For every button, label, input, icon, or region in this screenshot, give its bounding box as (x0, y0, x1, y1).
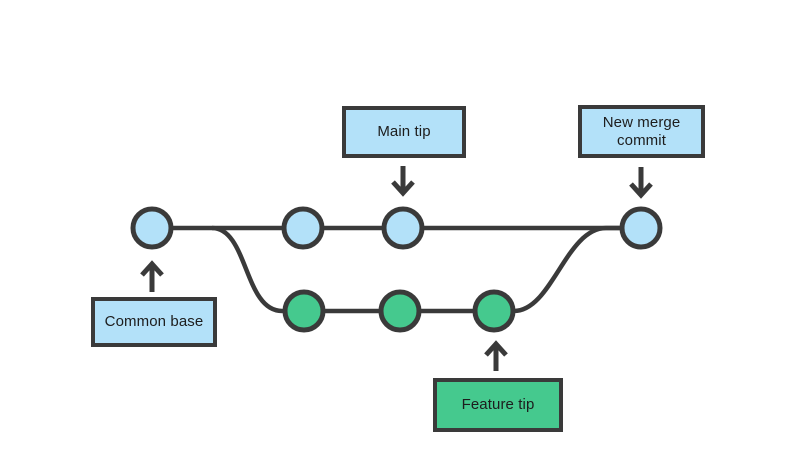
commit-node-common-base (130, 206, 174, 250)
commit-node-feature-2 (378, 289, 422, 333)
feature-branch-line (211, 225, 630, 314)
main-tip-label-text: Main tip (377, 123, 431, 140)
feature-tip-arrow-up-icon (484, 340, 508, 371)
feature-tip-label-text: Feature tip (461, 396, 535, 413)
new-merge-commit-label: New merge commit (578, 105, 705, 158)
common-base-label: Common base (91, 297, 217, 347)
commit-node-feature-tip (472, 289, 516, 333)
new-merge-arrow-down-icon (629, 167, 653, 199)
common-base-label-text: Common base (104, 313, 204, 330)
main-tip-arrow-down-icon (391, 166, 415, 197)
commit-node-main-tip (381, 206, 425, 250)
common-base-arrow-up-icon (140, 260, 164, 292)
commit-node-merge (619, 206, 663, 250)
commit-node-main-2 (281, 206, 325, 250)
commit-node-feature-1 (282, 289, 326, 333)
new-merge-commit-label-text: New merge commit (602, 113, 681, 149)
feature-tip-label: Feature tip (433, 378, 563, 432)
main-tip-label: Main tip (342, 106, 466, 158)
